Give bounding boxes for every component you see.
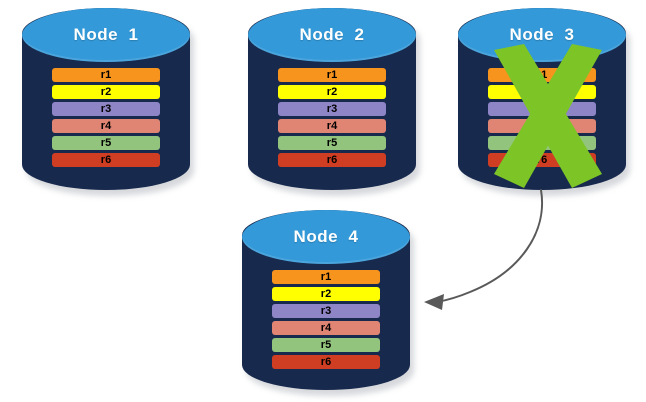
row-label: r4 bbox=[536, 119, 548, 132]
row-label: r5 bbox=[320, 338, 332, 351]
row-r5: r5 bbox=[278, 136, 386, 150]
row-label: r5 bbox=[326, 136, 338, 149]
row-label: r1 bbox=[536, 68, 548, 81]
row-label: r6 bbox=[100, 153, 112, 166]
row-label: r2 bbox=[100, 85, 112, 98]
node-4-rows: r1 r2 r3 r4 r5 r6 bbox=[272, 270, 380, 369]
row-label: r6 bbox=[320, 355, 332, 368]
row-r4: r4 bbox=[488, 119, 596, 133]
row-r1: r1 bbox=[278, 68, 386, 82]
row-r2: r2 bbox=[272, 287, 380, 301]
node-2[interactable]: Node 2 r1 r2 r3 r4 r5 r6 bbox=[248, 8, 420, 196]
row-r5: r5 bbox=[488, 136, 596, 150]
node-3[interactable]: Node 3 r1 r2 r3 r4 r5 r6 bbox=[458, 8, 630, 196]
row-r6: r6 bbox=[52, 153, 160, 167]
row-label: r4 bbox=[100, 119, 112, 132]
node-1[interactable]: Node 1 r1 r2 r3 r4 r5 r6 bbox=[22, 8, 194, 196]
row-label: r6 bbox=[536, 153, 548, 166]
row-r6: r6 bbox=[488, 153, 596, 167]
row-r4: r4 bbox=[52, 119, 160, 133]
row-r2: r2 bbox=[488, 85, 596, 99]
node-top-ellipse bbox=[242, 210, 410, 264]
row-r5: r5 bbox=[52, 136, 160, 150]
row-r2: r2 bbox=[52, 85, 160, 99]
row-r6: r6 bbox=[278, 153, 386, 167]
row-label: r1 bbox=[320, 270, 332, 283]
row-r1: r1 bbox=[488, 68, 596, 82]
row-r3: r3 bbox=[488, 102, 596, 116]
row-label: r3 bbox=[320, 304, 332, 317]
row-label: r1 bbox=[326, 68, 338, 81]
row-label: r4 bbox=[320, 321, 332, 334]
row-r3: r3 bbox=[278, 102, 386, 116]
row-label: r4 bbox=[326, 119, 338, 132]
node-top-ellipse bbox=[22, 8, 190, 62]
row-r4: r4 bbox=[278, 119, 386, 133]
node-3-rows: r1 r2 r3 r4 r5 r6 bbox=[488, 68, 596, 167]
row-r6: r6 bbox=[272, 355, 380, 369]
row-label: r5 bbox=[100, 136, 112, 149]
node-3-label: Node 3 bbox=[509, 25, 575, 44]
row-r5: r5 bbox=[272, 338, 380, 352]
row-label: r3 bbox=[326, 102, 338, 115]
node-top-ellipse bbox=[248, 8, 416, 62]
row-label: r5 bbox=[536, 136, 548, 149]
row-r3: r3 bbox=[52, 102, 160, 116]
node-2-rows: r1 r2 r3 r4 r5 r6 bbox=[278, 68, 386, 167]
row-label: r3 bbox=[100, 102, 112, 115]
row-label: r6 bbox=[326, 153, 338, 166]
row-label: r2 bbox=[320, 287, 332, 300]
row-r3: r3 bbox=[272, 304, 380, 318]
node-1-rows: r1 r2 r3 r4 r5 r6 bbox=[52, 68, 160, 167]
row-label: r1 bbox=[100, 68, 112, 81]
row-r1: r1 bbox=[272, 270, 380, 284]
node-1-label: Node 1 bbox=[73, 25, 139, 44]
node-4-label: Node 4 bbox=[293, 227, 359, 246]
row-r2: r2 bbox=[278, 85, 386, 99]
row-label: r3 bbox=[536, 102, 548, 115]
row-r1: r1 bbox=[52, 68, 160, 82]
row-label: r2 bbox=[536, 85, 548, 98]
node-4[interactable]: Node 4 r1 r2 r3 r4 r5 r6 bbox=[242, 210, 414, 396]
row-label: r2 bbox=[326, 85, 338, 98]
node-2-label: Node 2 bbox=[299, 25, 365, 44]
row-r4: r4 bbox=[272, 321, 380, 335]
